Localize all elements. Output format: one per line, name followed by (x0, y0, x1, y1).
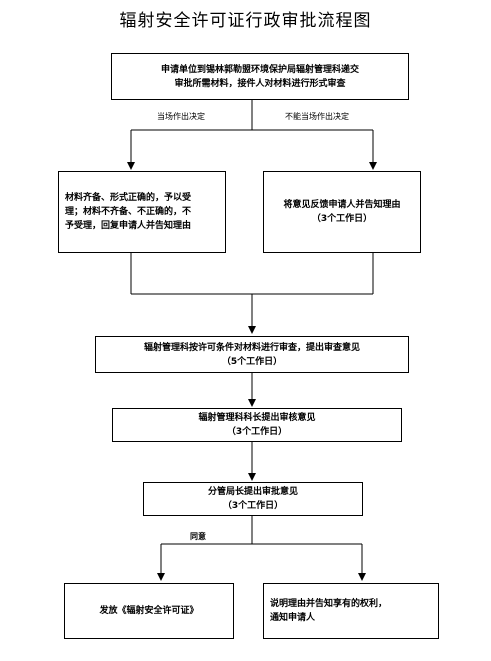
accept-line-2: 理；材料不齐备、不正确的，不 (65, 207, 192, 217)
feedback-line-1: 将意见反馈申请人并告知理由 (283, 200, 401, 210)
director-box: 分管局长提出审批意见 （3个工作日） (143, 482, 363, 516)
reject-box: 说明理由并告知享有的权利， 通知申请人 (263, 583, 439, 639)
accept-line-1: 材料齐备、形式正确的，予以受 (65, 193, 192, 203)
apply-line-2: 审批所需材料，接件人对材料进行形式审查 (174, 78, 346, 89)
director-line-1: 分管局长提出审批意见 (207, 487, 298, 497)
accept-line-3: 予受理，回复申请人并告知理由 (65, 221, 192, 231)
chief-line-1: 辐射管理科科长提出审核意见 (198, 413, 316, 423)
chief-line-2: （3个工作日） (226, 427, 288, 437)
reject-line-2: 通知申请人 (270, 613, 316, 623)
feedback-line-2: （3个工作日） (311, 214, 373, 224)
director-line-2: （3个工作日） (222, 501, 284, 511)
review-box: 辐射管理科按许可条件对材料进行审查，提出审查意见 （5个工作日） (95, 336, 409, 373)
on-spot-label: 当场作出决定 (157, 112, 205, 121)
review-line-2: （5个工作日） (221, 356, 283, 367)
issue-line-1: 发放《辐射安全许可证》 (99, 606, 199, 616)
issue-box: 发放《辐射安全许可证》 (64, 583, 234, 639)
chief-box: 辐射管理科科长提出审核意见 （3个工作日） (112, 408, 402, 442)
reject-line-1: 说明理由并告知享有的权利， (270, 599, 388, 609)
apply-box: 申请单位到锡林郭勒盟环境保护局辐射管理科递交 审批所需材料，接件人对材料进行形式… (111, 53, 409, 100)
agree-label: 同意 (190, 532, 206, 541)
apply-line-1: 申请单位到锡林郭勒盟环境保护局辐射管理科递交 (160, 64, 359, 75)
feedback-box: 将意见反馈申请人并告知理由 （3个工作日） (263, 171, 421, 253)
not-on-spot-label: 不能当场作出决定 (285, 112, 349, 121)
page-title: 辐射安全许可证行政审批流程图 (119, 11, 372, 31)
review-line-1: 辐射管理科按许可条件对材料进行审查，提出审查意见 (143, 342, 360, 353)
accept-box: 材料齐备、形式正确的，予以受 理；材料不齐备、不正确的，不 予受理，回复申请人并… (58, 171, 226, 253)
